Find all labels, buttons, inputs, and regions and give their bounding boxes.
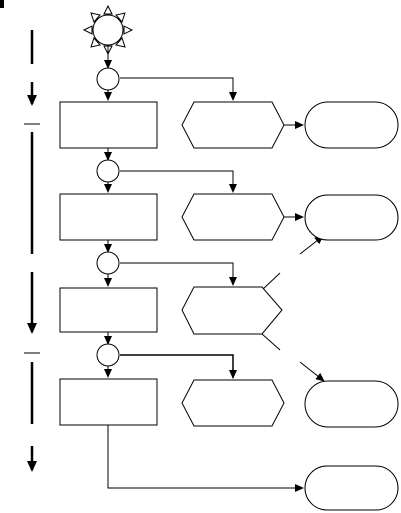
branch-node	[96, 251, 120, 275]
sun-icon	[82, 4, 134, 56]
final-outcome-terminal	[304, 465, 399, 511]
process-box	[59, 378, 158, 426]
decision-hexagon	[181, 379, 285, 427]
branch-node	[96, 159, 120, 183]
outcome-terminal	[304, 101, 399, 149]
process-box	[59, 101, 158, 149]
connectors	[104, 45, 325, 492]
timeline-separators	[24, 123, 40, 354]
outcome-terminal	[304, 194, 399, 241]
corner-mark	[0, 0, 4, 8]
branch-node	[96, 67, 120, 91]
outcome-terminal	[304, 380, 399, 428]
decision-hexagon	[181, 101, 285, 149]
decision-hexagon	[181, 193, 285, 241]
decision-hexagon	[181, 286, 283, 335]
process-box	[59, 287, 158, 333]
branch-node	[96, 343, 120, 367]
process-box	[59, 193, 158, 241]
